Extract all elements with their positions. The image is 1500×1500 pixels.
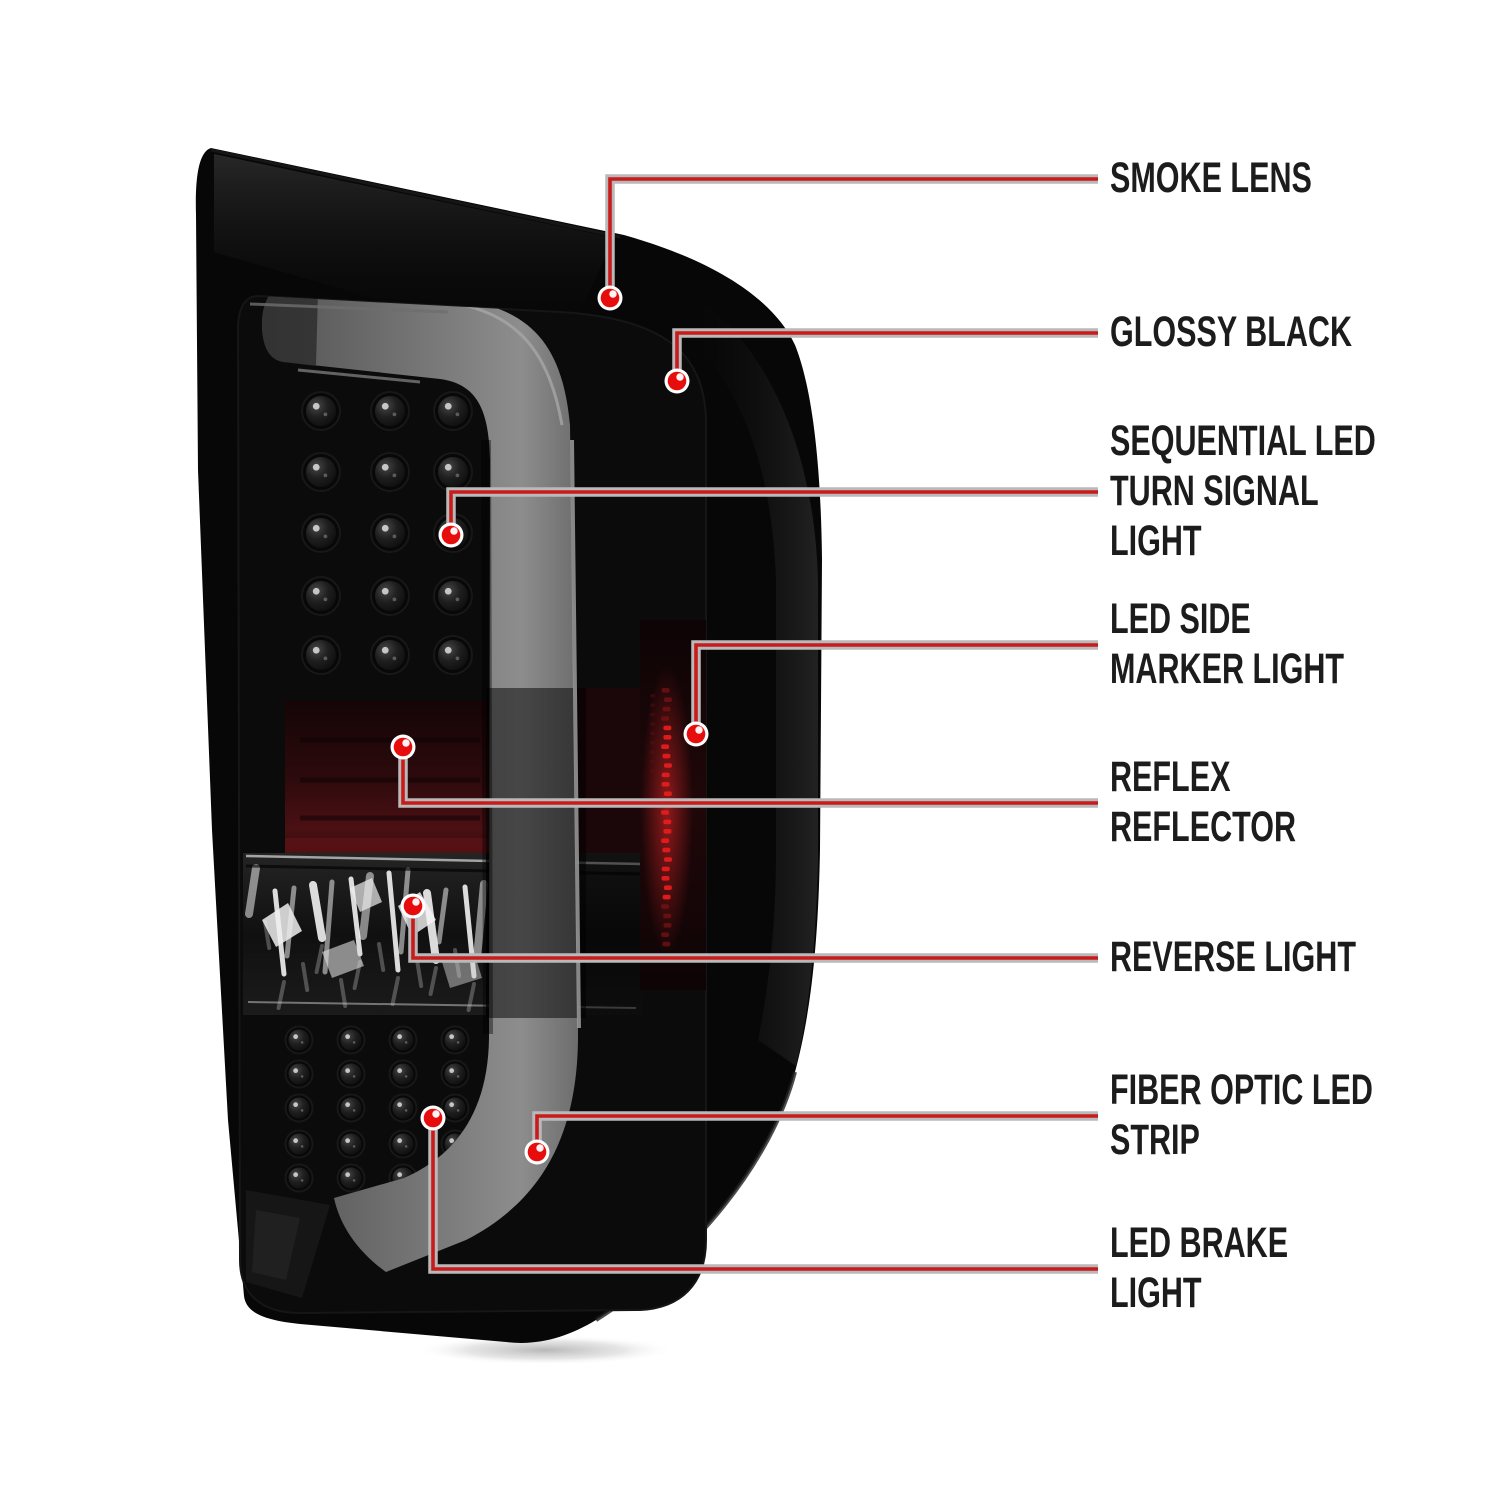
leader-glossy-black — [675, 331, 1098, 381]
leader-halo-led-side-marker-light — [691, 640, 1098, 734]
leader-halo-smoke-lens — [605, 174, 1098, 298]
dot-reverse-light — [400, 893, 426, 919]
leader-halo-glossy-black — [672, 328, 1098, 381]
leader-halo-reverse-light — [408, 906, 1098, 963]
dot-glossy-black — [664, 368, 690, 394]
callout-label-sequential-led-turn-signal-light: SEQUENTIAL LED TURN SIGNAL LIGHT — [1110, 417, 1376, 565]
leader-led-side-marker-light — [694, 643, 1098, 734]
leader-halo-reflex-reflector — [398, 747, 1098, 808]
leader-sequential-led-turn-signal-light — [449, 490, 1098, 535]
callout-label-reflex-reflector: REFLEX REFLECTOR — [1110, 753, 1297, 851]
leader-reflex-reflector — [401, 747, 1098, 805]
dot-sequential-led-turn-signal-light — [438, 522, 464, 548]
dot-led-brake-light — [420, 1105, 446, 1131]
callout-label-led-side-marker-light: LED SIDE MARKER LIGHT — [1110, 595, 1345, 693]
dot-fiber-optic-led-strip — [524, 1139, 550, 1165]
leader-led-brake-light — [431, 1118, 1098, 1271]
callout-label-led-brake-light: LED BRAKE LIGHT — [1110, 1219, 1289, 1317]
callout-label-fiber-optic-led-strip: FIBER OPTIC LED STRIP — [1110, 1066, 1373, 1164]
dot-led-side-marker-light — [683, 721, 709, 747]
leader-halo-sequential-led-turn-signal-light — [446, 487, 1098, 535]
fiber-optic-light-bar — [262, 296, 586, 1272]
leader-halo-fiber-optic-led-strip — [532, 1111, 1098, 1152]
leader-reverse-light — [411, 906, 1098, 960]
dot-reflex-reflector — [390, 734, 416, 760]
callout-label-smoke-lens: SMOKE LENS — [1110, 154, 1312, 203]
leader-fiber-optic-led-strip — [535, 1114, 1098, 1152]
callout-label-glossy-black: GLOSSY BLACK — [1110, 308, 1353, 357]
turn-signal-leds — [301, 391, 473, 675]
leader-smoke-lens — [608, 177, 1098, 298]
reflex-reflector-art — [285, 688, 642, 860]
callout-label-reverse-light: REVERSE LIGHT — [1110, 933, 1356, 982]
dot-smoke-lens — [597, 285, 623, 311]
ground-shadow — [415, 1335, 675, 1365]
